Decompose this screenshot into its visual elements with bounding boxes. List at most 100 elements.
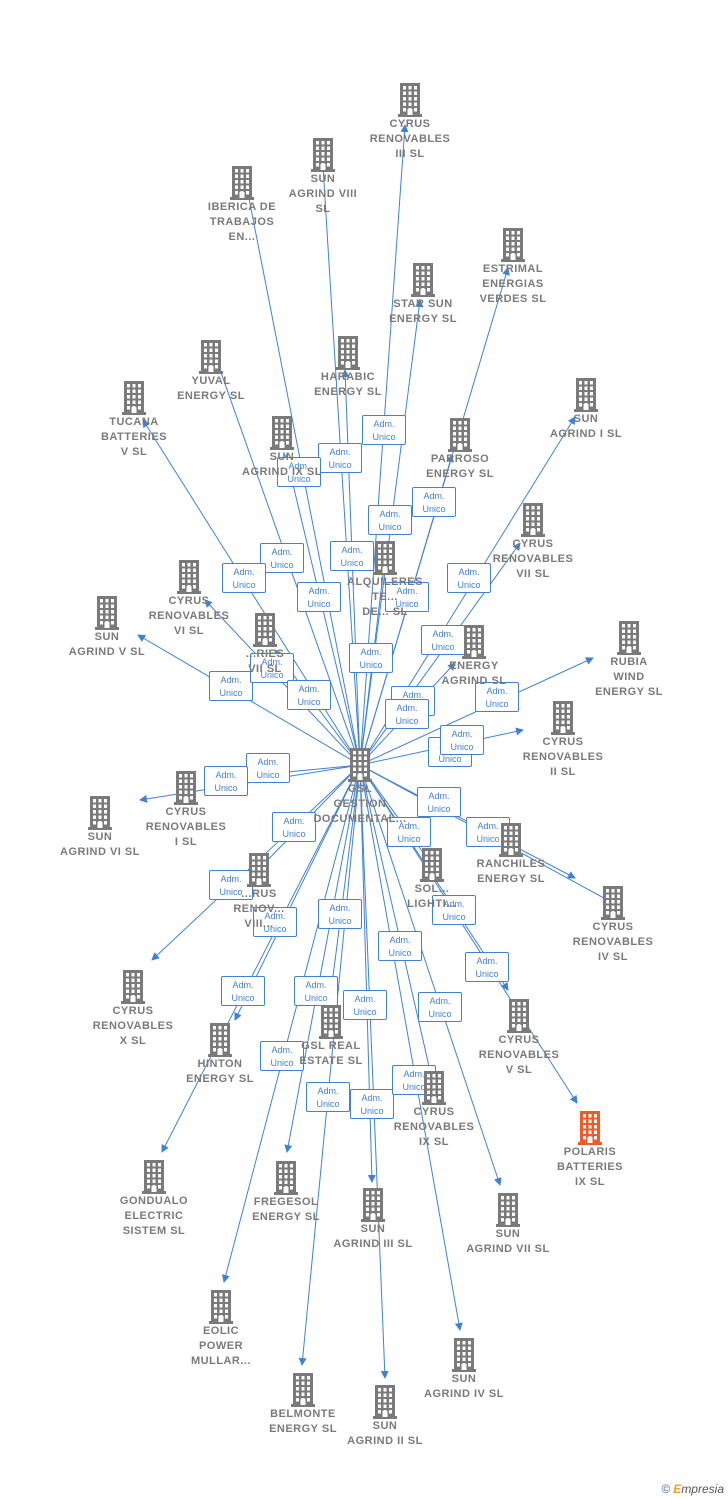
relation-badge[interactable]: Adm.Unico (349, 643, 393, 673)
company-node-sunv[interactable]: SUN AGRIND V SL (47, 596, 167, 660)
company-node-cyrus3[interactable]: CYRUS RENOVABLES III SL (350, 83, 470, 162)
relation-badge[interactable]: Adm.Unico (272, 812, 316, 842)
company-node-polaris[interactable]: POLARIS BATTERIES IX SL (530, 1111, 650, 1190)
company-node-batvii[interactable]: ...RIES VII SL (205, 613, 325, 677)
relation-badge[interactable]: Adm.Unico (421, 625, 465, 655)
company-node-harabic[interactable]: HARABIC ENERGY SL (288, 336, 408, 400)
company-label: POLARIS BATTERIES IX SL (556, 1146, 624, 1188)
badge-line1: Adm. (233, 567, 255, 577)
relation-badge[interactable]: Adm.Unico (368, 505, 412, 535)
relation-badge[interactable]: Adm.Unico (260, 1041, 304, 1071)
relation-badge[interactable]: Adm.Unico (385, 699, 429, 729)
company-node-estrimal[interactable]: ESTRIMAL ENERGIAS VERDES SL (453, 228, 573, 307)
company-node-solighting[interactable]: SOL... LIGHTI... (372, 848, 492, 912)
company-node-starsun[interactable]: STAR SUN ENERGY SL (363, 263, 483, 327)
company-node-sunii[interactable]: SUN AGRIND II SL (325, 1385, 445, 1449)
relation-badge[interactable]: Adm.Unico (385, 582, 429, 612)
building-icon (40, 796, 160, 830)
badge-line1: Adm. (396, 703, 418, 713)
relation-badge[interactable]: Adm.Unico (318, 899, 362, 929)
relation-badge[interactable]: Adm.Unico (466, 817, 510, 847)
badge-line2: Unico (395, 599, 419, 609)
relation-badge[interactable]: Adm.Unico (387, 817, 431, 847)
relation-badge[interactable]: Adm.Unico (287, 680, 331, 710)
relation-badge[interactable]: Adm.Unico (260, 543, 304, 573)
company-node-suniv[interactable]: SUN AGRIND IV SL (404, 1338, 524, 1402)
company-node-belmonte[interactable]: BELMONTE ENERGY SL (243, 1373, 363, 1437)
company-node-cyrus9[interactable]: CYRUS RENOVABLES IX SL (374, 1071, 494, 1150)
relation-badge[interactable]: Adm.Unico (297, 582, 341, 612)
company-node-sunviii[interactable]: SUN AGRIND VIII SL (263, 138, 383, 217)
company-node-energyagrind[interactable]: ENERGY AGRIND SL (414, 625, 534, 689)
relation-badge[interactable]: Adm.Unico (294, 976, 338, 1006)
relation-badge[interactable]: Adm.Unico (440, 725, 484, 755)
company-node-tucana[interactable]: TUCANA BATTERIES V SL (74, 381, 194, 460)
relation-badge[interactable]: Adm.Unico (253, 907, 297, 937)
relation-badge[interactable]: Adm.Unico (306, 1082, 350, 1112)
badge-line2: Unico (438, 754, 462, 764)
company-label: CYRUS RENOVABLES V SL (478, 1034, 560, 1076)
relation-badge[interactable]: Adm.Unico (432, 895, 476, 925)
relation-badge[interactable]: Adm.Unico (350, 1089, 394, 1119)
company-node-yuval[interactable]: YUVAL ENERGY SL (151, 340, 271, 404)
company-node-cyrus6[interactable]: CYRUS RENOVABLES VI SL (129, 560, 249, 639)
company-node-eolic[interactable]: EOLIC POWER MULLAR... (161, 1290, 281, 1369)
company-node-alquileres[interactable]: ALQUILERES TE... DE... SL (325, 541, 445, 620)
company-node-rubia[interactable]: RUBIA WIND ENERGY SL (569, 621, 689, 700)
relation-badge[interactable]: Adm.Unico (378, 931, 422, 961)
badge-line2: Unico (442, 912, 466, 922)
building-icon (473, 503, 593, 537)
company-node-cyrus7[interactable]: CYRUS RENOVABLES VII SL (473, 503, 593, 582)
company-node-suniii[interactable]: SUN AGRIND III SL (313, 1188, 433, 1252)
company-node-sunvi[interactable]: SUN AGRIND VI SL (40, 796, 160, 860)
badge-line1: Adm. (477, 821, 499, 831)
company-node-cyrus2[interactable]: CYRUS RENOVABLES II SL (503, 701, 623, 780)
relation-badge[interactable]: Adm.Unico (465, 952, 509, 982)
company-node-cyrus5[interactable]: CYRUS RENOVABLES V SL (459, 999, 579, 1078)
company-node-cyrus10[interactable]: CYRUS RENOVABLES X SL (73, 970, 193, 1049)
relation-badge[interactable]: Adm.Unico (250, 653, 294, 683)
relation-badge[interactable]: Adm.Unico (277, 457, 321, 487)
badge-line2: Unico (270, 560, 294, 570)
company-node-hinton[interactable]: HINTON ENERGY SL (160, 1023, 280, 1087)
company-node-fregesol[interactable]: FREGESOL ENERGY SL (226, 1161, 346, 1225)
relation-badge[interactable]: Adm.Unico (343, 990, 387, 1020)
relation-badge[interactable]: Adm.Unico (246, 753, 290, 783)
badge-line2: Unico (475, 969, 499, 979)
badge-line1: Adm. (220, 675, 242, 685)
company-node-cyrus8[interactable]: ...RUS RENOV... VIII... (199, 853, 319, 932)
badge-line1: Adm. (308, 586, 330, 596)
badge-line1: Adm. (317, 1086, 339, 1096)
company-node-cyrus4[interactable]: CYRUS RENOVABLES IV SL (553, 886, 673, 965)
badge-line1: Adm. (429, 996, 451, 1006)
relation-badge[interactable]: Adm. Unico (209, 671, 253, 701)
relation-badge[interactable]: Adm.Unico (330, 541, 374, 571)
badge-line1: Adm. (271, 1045, 293, 1055)
relation-badge[interactable]: Adm.Unico (447, 563, 491, 593)
relation-badge[interactable]: Adm.Unico (362, 415, 406, 445)
relation-badge[interactable]: Adm.Unico (318, 443, 362, 473)
company-node-sunvii[interactable]: SUN AGRIND VII SL (448, 1193, 568, 1257)
relation-badge[interactable]: Adm.Unico (418, 992, 462, 1022)
company-node-sunix[interactable]: SUN AGRIND IX SL (222, 416, 342, 480)
relation-badge[interactable]: Adm.Unico (475, 682, 519, 712)
company-node-cyrus1[interactable]: CYRUS RENOVABLES I SL (126, 771, 246, 850)
relation-badge[interactable]: Adm.Unico (412, 487, 456, 517)
relation-badge[interactable]: Adm.Unico (204, 766, 248, 796)
relation-badge[interactable]: Adm.Unico (222, 563, 266, 593)
badge-line2: Unico (219, 688, 243, 698)
edge-sunii (359, 764, 389, 1379)
building-icon (400, 418, 520, 452)
company-node-parroso[interactable]: PARROSO ENERGY SL (400, 418, 520, 482)
company-node-iberica[interactable]: IBERICA DE TRABAJOS EN... (182, 166, 302, 245)
company-node-gsl[interactable]: GSL GESTION DOCUMENTAL... (300, 748, 420, 827)
company-node-ranchiles[interactable]: RANCHILES ENERGY SL (451, 823, 571, 887)
company-node-sunagi[interactable]: SUN AGRIND I SL (526, 378, 646, 442)
edge-suniv (359, 764, 463, 1331)
relation-badge[interactable]: Adm.Unico (221, 976, 265, 1006)
company-node-gslreal[interactable]: GSL REAL ESTATE SL (271, 1005, 391, 1069)
relation-badge[interactable]: Adm.Unico (417, 787, 461, 817)
building-icon (526, 378, 646, 412)
company-node-gondualo[interactable]: GONDUALO ELECTRIC SISTEM SL (94, 1160, 214, 1239)
building-icon (404, 1338, 524, 1372)
